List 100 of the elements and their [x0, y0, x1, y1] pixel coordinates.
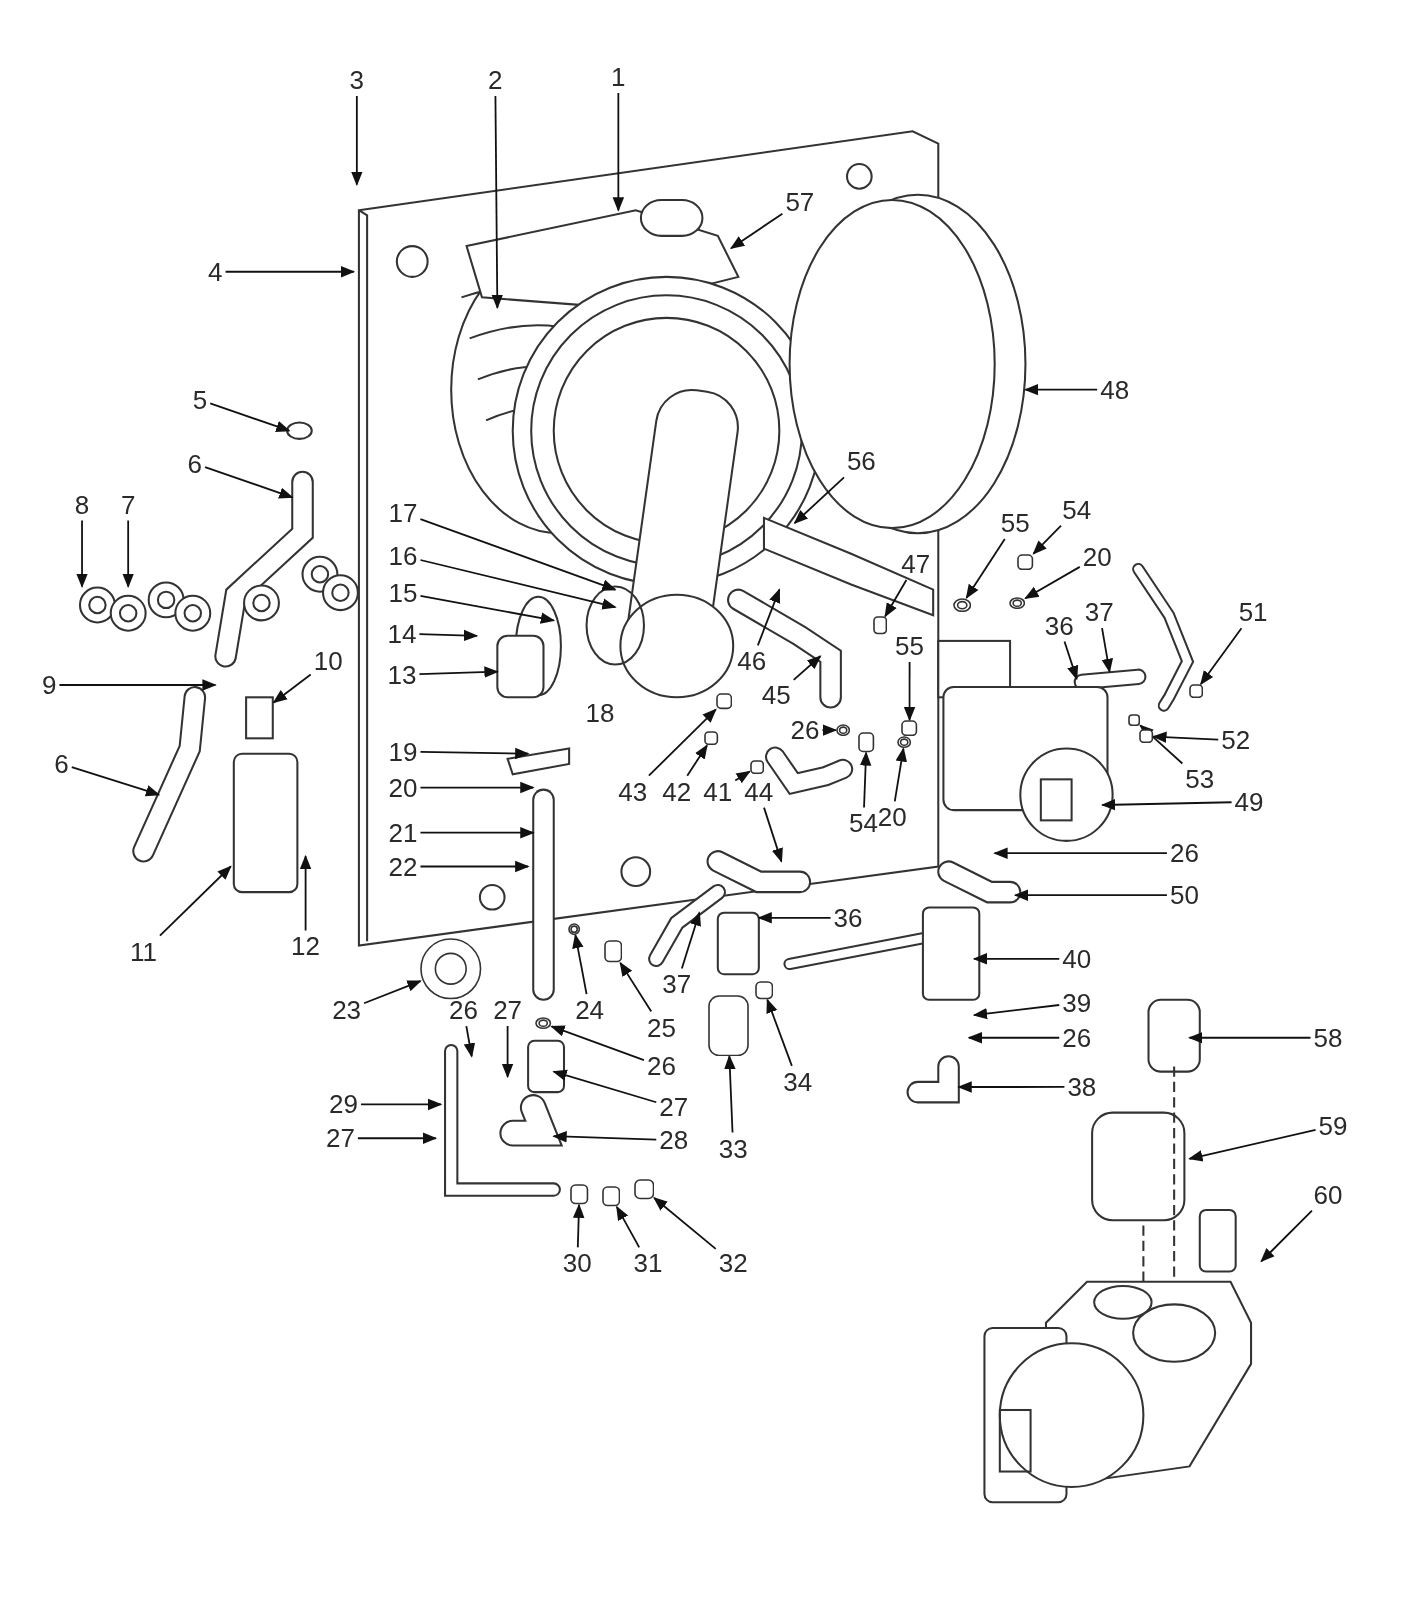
- leader-line: [766, 998, 793, 1067]
- callout-number: 36: [1044, 612, 1074, 639]
- leader-line: [1063, 640, 1079, 681]
- leader-line: [418, 666, 499, 678]
- leader-line: [299, 854, 312, 932]
- callout-number: 26: [1062, 1024, 1092, 1051]
- fitting-part: [754, 981, 774, 1000]
- leader-line: [1100, 798, 1233, 811]
- callout-number: 49: [1234, 788, 1264, 815]
- leader-line: [550, 1025, 645, 1061]
- leader-line: [418, 629, 479, 642]
- callout-number: 50: [1169, 882, 1199, 909]
- callout-number: 27: [493, 997, 523, 1024]
- callout-number: 19: [388, 738, 418, 765]
- leader-line: [419, 595, 556, 624]
- callout-number: 2: [488, 67, 503, 93]
- callout-number: 43: [618, 778, 648, 805]
- callout-number: 29: [329, 1091, 358, 1118]
- leader-line: [491, 95, 503, 310]
- leader-line: [972, 1004, 1061, 1020]
- leader-line: [763, 806, 783, 863]
- fitting-part: [570, 1184, 589, 1205]
- callout-number: 12: [291, 933, 321, 960]
- fitting-part: [704, 731, 719, 746]
- callout-number: 42: [662, 778, 692, 805]
- callout-number: 24: [575, 997, 605, 1024]
- washer-part: [952, 597, 972, 613]
- callout-number: 21: [388, 819, 418, 846]
- leader-line: [1101, 627, 1113, 674]
- fitting-part: [901, 719, 918, 737]
- washer-part: [1009, 596, 1026, 610]
- callout-number: 55: [895, 633, 925, 660]
- leader-line: [1024, 383, 1099, 396]
- callout-number: 36: [833, 904, 863, 931]
- fitting-part: [749, 759, 764, 775]
- leader-line: [903, 661, 916, 722]
- callout-number: 27: [326, 1125, 355, 1152]
- callout-number: 18: [585, 699, 615, 726]
- leader-line: [272, 673, 312, 704]
- callout-number: 41: [703, 778, 733, 805]
- callout-number: 26: [646, 1053, 676, 1080]
- fitting-part: [1128, 713, 1141, 726]
- leader-line: [363, 980, 422, 1005]
- fitting-part: [707, 994, 749, 1057]
- leader-line: [572, 933, 588, 995]
- callout-number: 47: [901, 551, 931, 577]
- leader-line: [967, 1032, 1061, 1044]
- callout-number: 34: [783, 1068, 813, 1095]
- fitting-part: [858, 732, 875, 753]
- fitting-part: [1017, 553, 1034, 571]
- callout-number: 60: [1313, 1181, 1343, 1208]
- callout-number: 11: [130, 938, 158, 965]
- leader-line: [552, 1130, 658, 1143]
- callout-number: 5: [192, 386, 208, 413]
- callout-number: 58: [1313, 1024, 1343, 1051]
- callout-number: 33: [718, 1135, 748, 1162]
- leader-line: [680, 911, 701, 970]
- callout-number: 31: [633, 1250, 663, 1277]
- callout-number: 25: [646, 1014, 676, 1041]
- leader-line: [572, 1203, 585, 1249]
- callout-number: 27: [659, 1094, 689, 1121]
- leader-line: [501, 1025, 514, 1079]
- leader-line: [1024, 566, 1081, 600]
- fitting-part: [872, 616, 887, 635]
- callout-number: 48: [1100, 376, 1130, 403]
- leader-line: [1152, 731, 1220, 743]
- leader-line: [653, 1197, 717, 1250]
- callout-number: 15: [388, 579, 418, 606]
- callout-number: 32: [718, 1250, 748, 1277]
- callout-number: 22: [388, 853, 418, 880]
- callout-number: 56: [846, 448, 876, 475]
- washer-part: [835, 723, 851, 737]
- callout-number: 40: [1062, 945, 1092, 972]
- leader-line: [965, 538, 1006, 600]
- leader-line: [1139, 724, 1184, 765]
- callout-number: 51: [1238, 599, 1268, 626]
- leader-line: [419, 747, 530, 760]
- leader-line: [993, 847, 1168, 859]
- leader-line: [463, 1025, 476, 1058]
- callout-number: 4: [208, 258, 223, 285]
- callout-number: 6: [54, 750, 69, 777]
- leader-line: [419, 781, 535, 794]
- leader-line: [757, 912, 832, 924]
- leader-line: [859, 751, 872, 809]
- pressure-gauge: [420, 938, 482, 1000]
- callout-number: 13: [387, 661, 417, 688]
- leader-line: [419, 518, 617, 591]
- leader-line: [419, 826, 535, 839]
- callout-number: 6: [187, 450, 203, 477]
- leader-line: [360, 1098, 443, 1111]
- callout-number: 3: [349, 67, 365, 93]
- washer-part: [535, 1017, 552, 1030]
- callout-number: 38: [1067, 1073, 1097, 1100]
- callout-number: 44: [744, 778, 774, 805]
- leader-line: [724, 1054, 736, 1134]
- fitting-part: [633, 1179, 655, 1200]
- leader-line: [612, 92, 625, 212]
- washer-part: [568, 922, 581, 936]
- leader-line: [893, 747, 907, 803]
- leader-line: [615, 1205, 641, 1249]
